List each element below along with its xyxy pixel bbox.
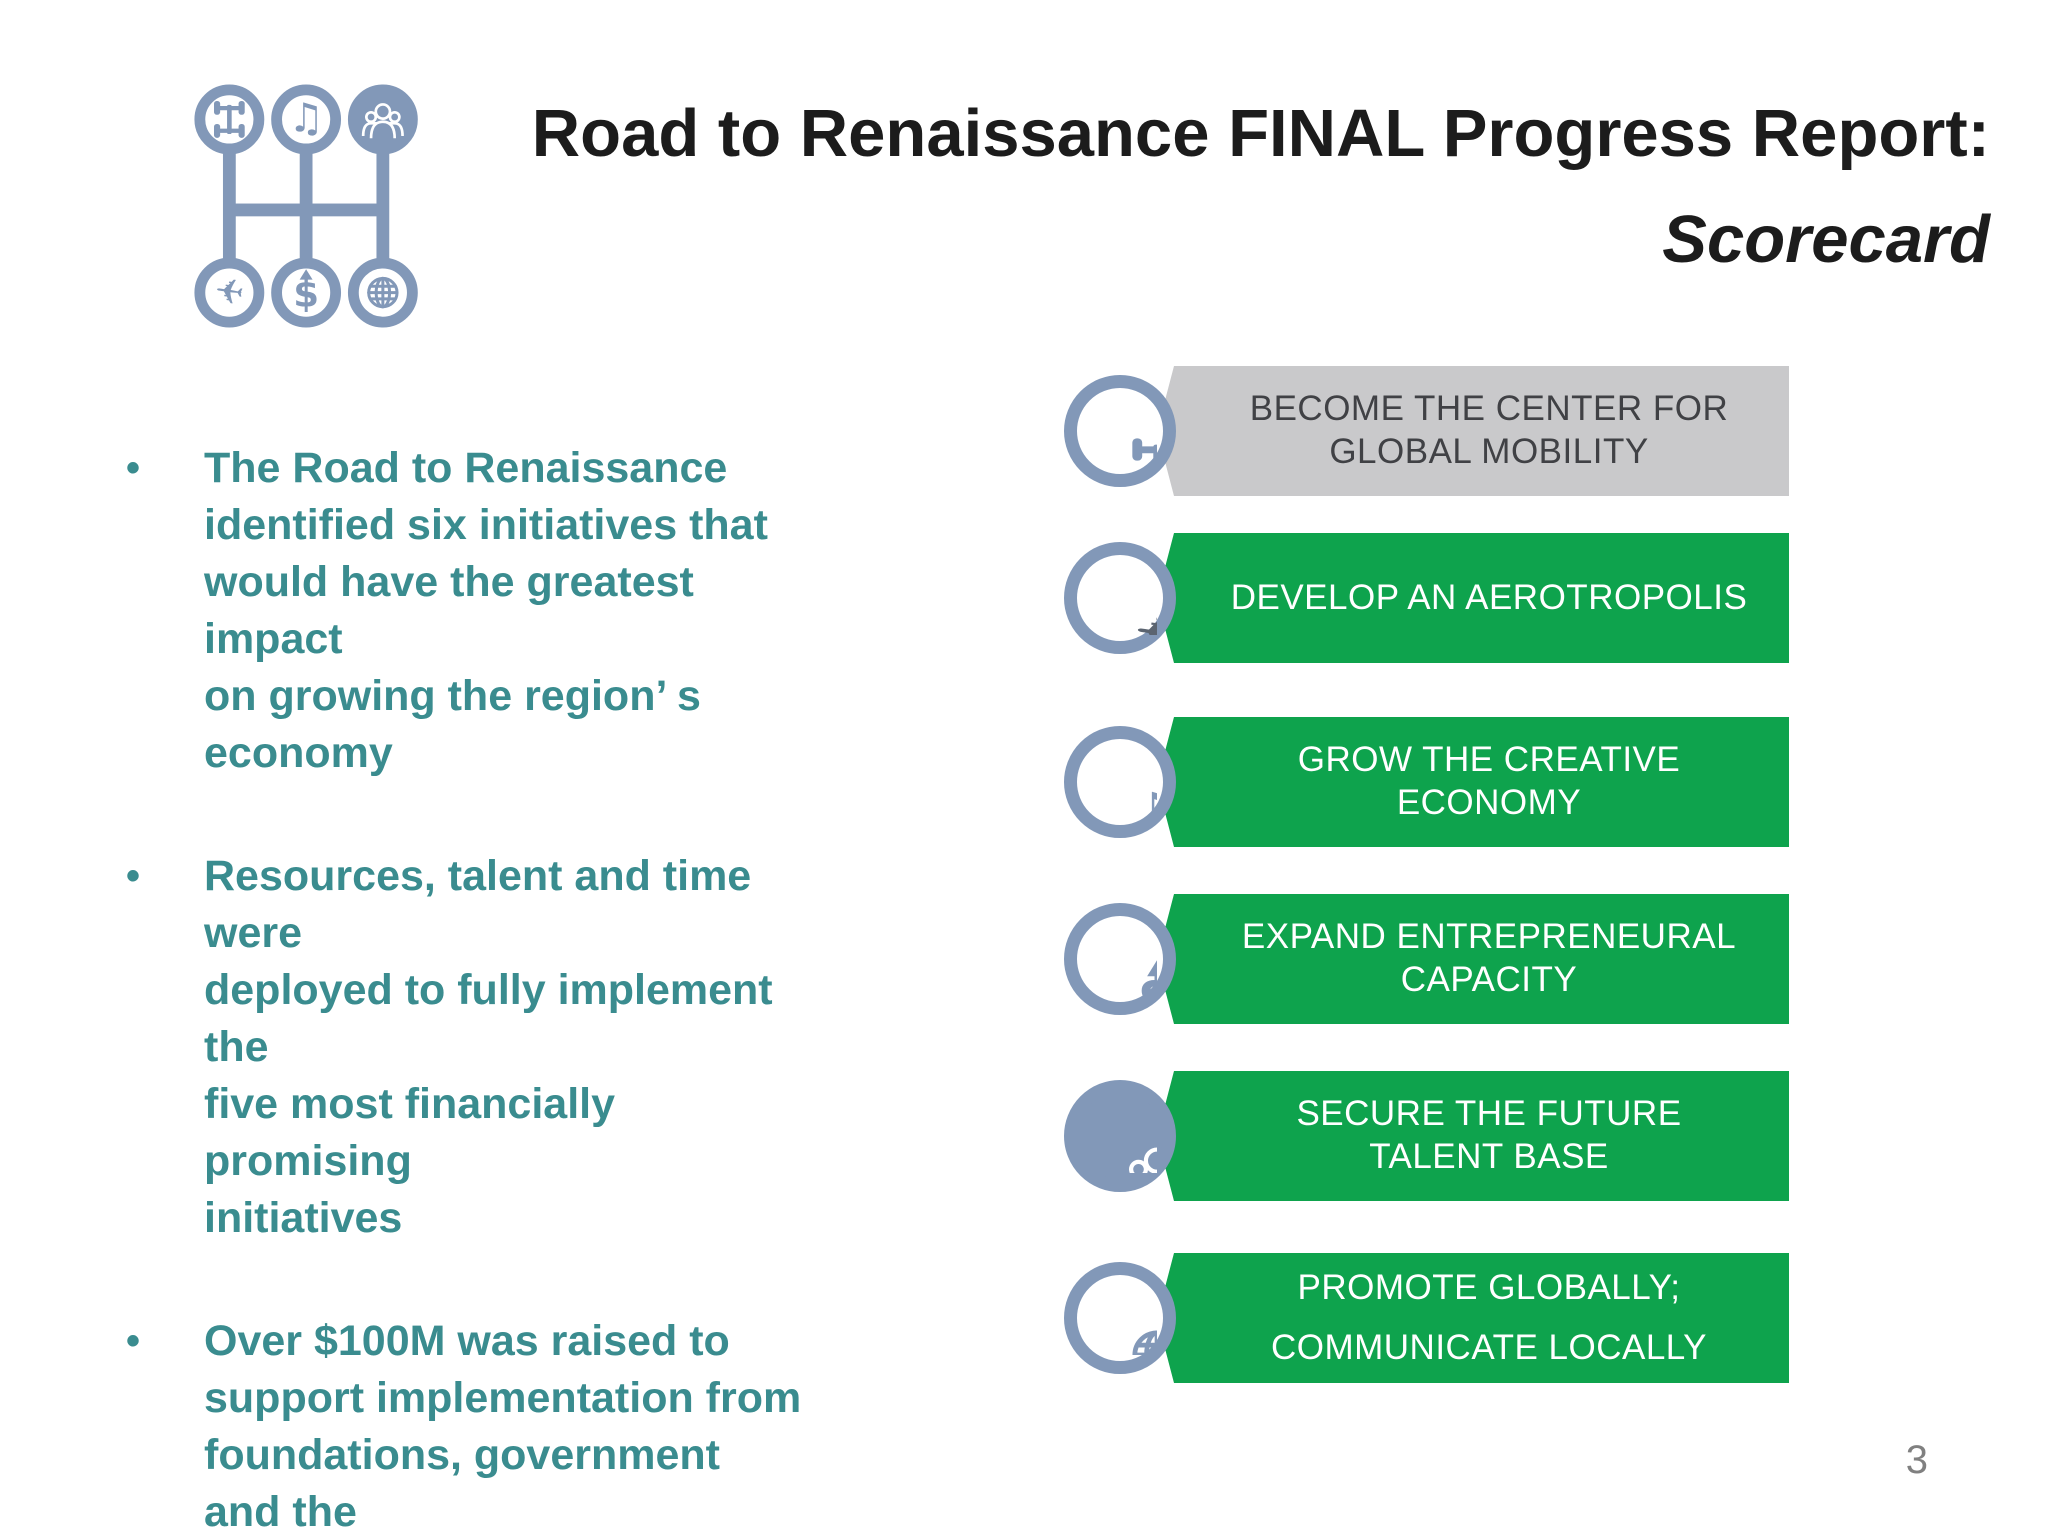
- initiative-badge: [1064, 1080, 1176, 1192]
- banner-shape: [1157, 717, 1789, 847]
- airplane-icon: [212, 270, 247, 315]
- initiative-label: PROMOTE GLOBALLY; COMMUNICATE LOCALLY: [1270, 1267, 1708, 1367]
- initiative-banner-promote-globally: PROMOTE GLOBALLY; COMMUNICATE LOCALLY: [1053, 1253, 1789, 1383]
- people-icon: [1083, 1099, 1157, 1173]
- bullet-item: • Over $100M was raised to support imple…: [126, 1313, 806, 1536]
- initiative-label: BECOME THE CENTER FOR GLOBAL MOBILITY: [1249, 389, 1729, 471]
- axle-icon: [1083, 394, 1157, 468]
- initiative-badge: [1064, 726, 1176, 838]
- initiative-badge: [1064, 1262, 1176, 1374]
- bullet-marker: •: [126, 854, 141, 898]
- dollar-growth-icon: [1083, 922, 1157, 996]
- globe-icon: [367, 276, 399, 309]
- initiative-banner-creative-economy: GROW THE CREATIVE ECONOMY: [1053, 717, 1789, 847]
- initiative-badge: [1064, 542, 1176, 654]
- initiative-badge: [1064, 903, 1176, 1015]
- initiative-label: EXPAND ENTREPRENEURAL CAPACITY: [1241, 917, 1737, 999]
- initiative-label: SECURE THE FUTURE TALENT BASE: [1296, 1094, 1682, 1176]
- airplane-icon: [1083, 561, 1157, 635]
- bullet-item: • Resources, talent and time were deploy…: [126, 848, 806, 1247]
- initiative-banner-talent-base: SECURE THE FUTURE TALENT BASE: [1053, 1071, 1789, 1201]
- music-note-icon: [288, 96, 325, 142]
- banner-shape: [1157, 366, 1789, 496]
- bullet-marker: •: [126, 446, 141, 490]
- bullet-text: Over $100M was raised to support impleme…: [204, 1317, 802, 1536]
- banner-shape: [1157, 1253, 1789, 1383]
- globe-icon: [1083, 1281, 1157, 1355]
- slide-title: Road to Renaissance FINAL Progress Repor…: [460, 92, 1990, 282]
- bullet-list: • The Road to Renaissance identified six…: [126, 440, 806, 1536]
- initiative-banner-aerotropolis: DEVELOP AN AEROTROPOLIS: [1053, 533, 1789, 663]
- initiative-badge: [1064, 375, 1176, 487]
- music-note-icon: [1083, 745, 1157, 819]
- title-line-1: Road to Renaissance FINAL Progress Repor…: [531, 96, 1990, 171]
- banner-shape: [1157, 1071, 1789, 1201]
- dollar-growth-icon: [293, 269, 320, 316]
- banner-shape: [1157, 894, 1789, 1024]
- banner-shape: [1157, 533, 1789, 663]
- bullet-text: Resources, talent and time were deployed…: [204, 852, 773, 1242]
- bullet-text: The Road to Renaissance identified six i…: [204, 444, 768, 777]
- title-line-2: Scorecard: [1662, 201, 1990, 277]
- initiative-label: DEVELOP AN AEROTROPOLIS: [1230, 577, 1748, 617]
- bullet-item: • The Road to Renaissance identified six…: [126, 440, 806, 782]
- bullet-marker: •: [126, 1319, 141, 1363]
- initiative-banner-global-mobility: BECOME THE CENTER FOR GLOBAL MOBILITY: [1053, 366, 1789, 496]
- gear-shift-logo: [194, 84, 418, 328]
- initiative-banner-entrepreneurial-capacity: EXPAND ENTREPRENEURAL CAPACITY: [1053, 894, 1789, 1024]
- page-number: 3: [1905, 1438, 1928, 1482]
- initiative-label: GROW THE CREATIVE ECONOMY: [1297, 740, 1681, 822]
